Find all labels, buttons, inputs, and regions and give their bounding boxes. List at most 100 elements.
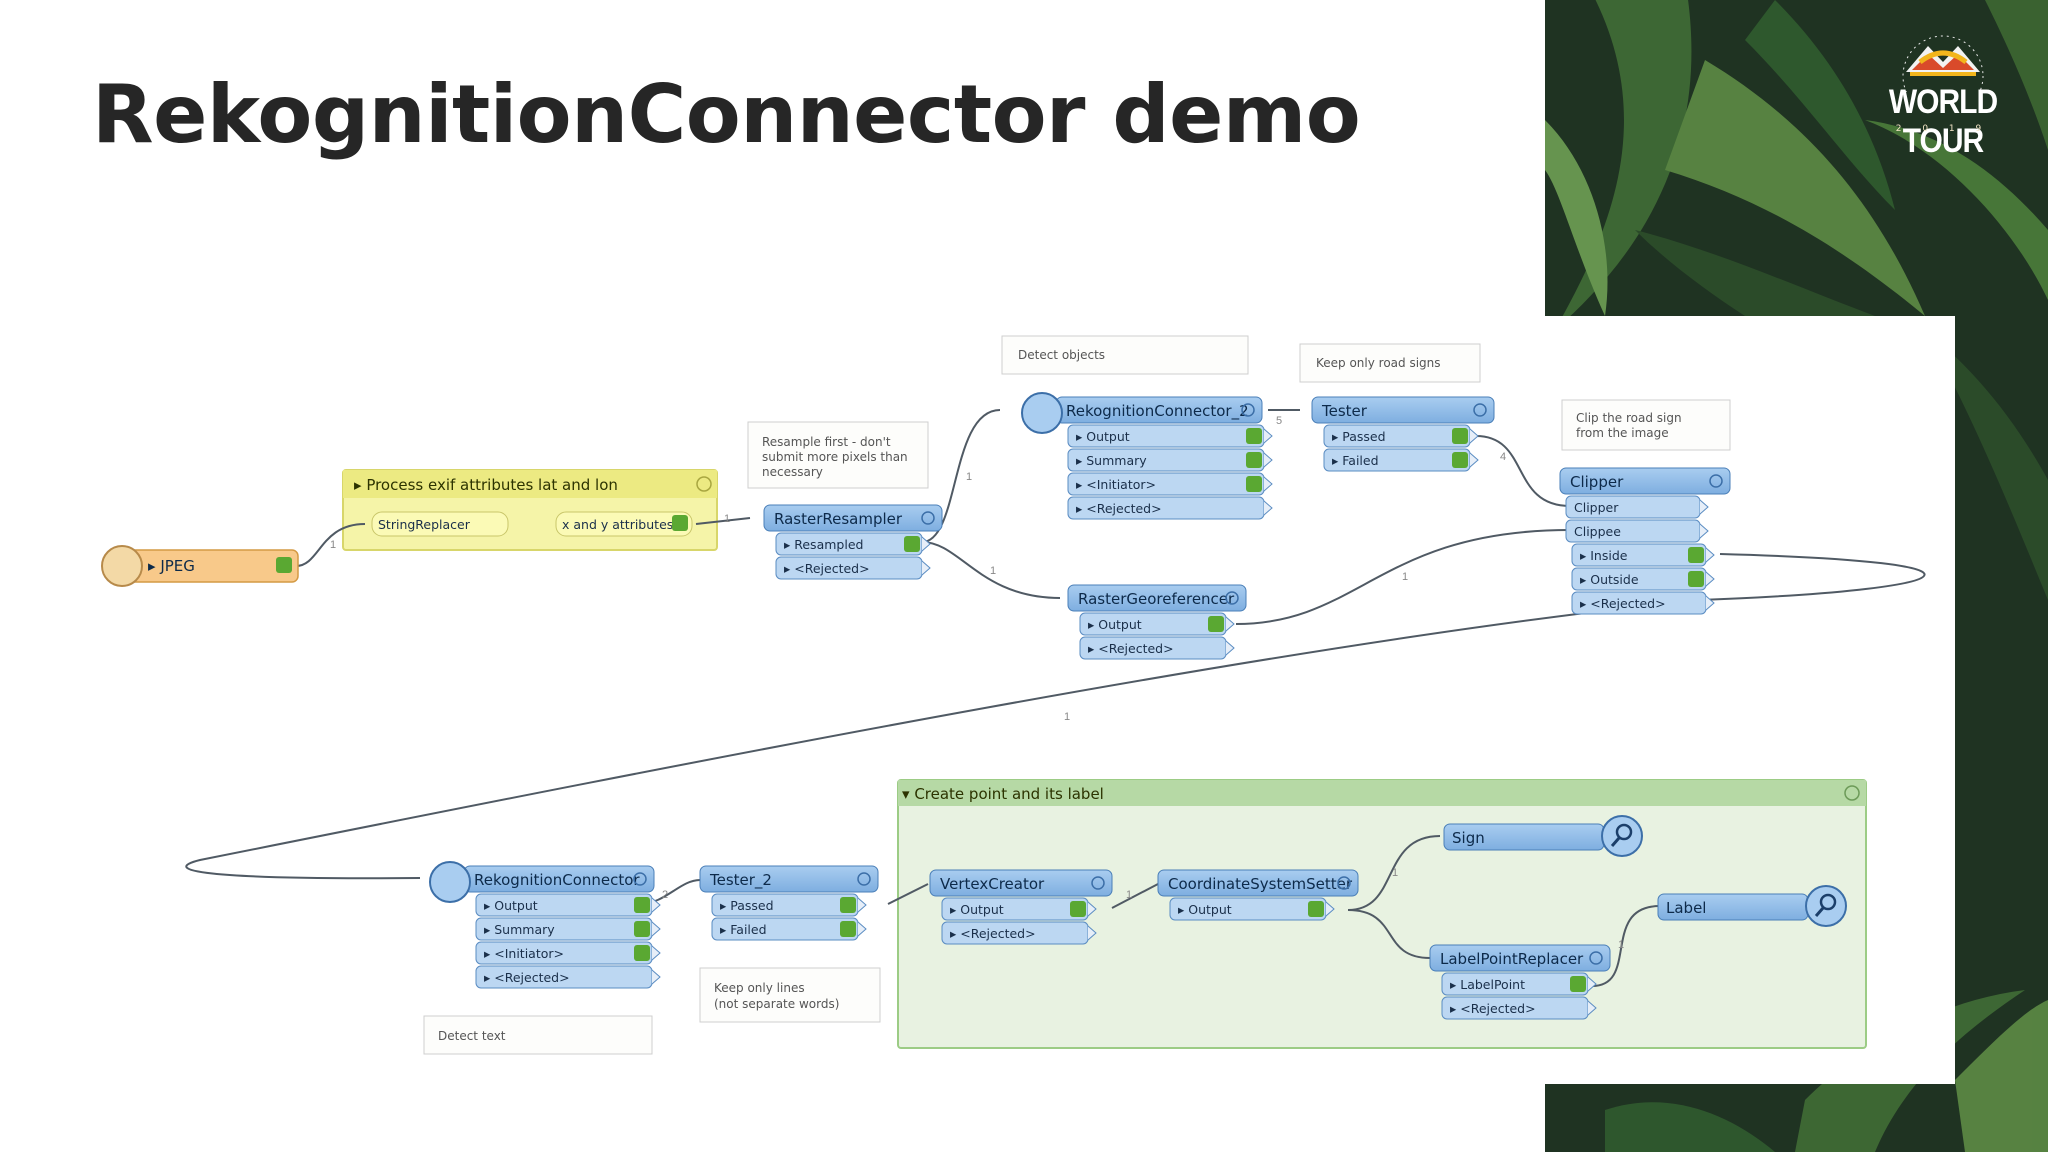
output-port-arrow[interactable] [1587, 1000, 1597, 1016]
inspect-icon[interactable] [672, 515, 688, 531]
port-output[interactable]: ▸ Output [1088, 617, 1142, 632]
port-inside[interactable]: ▸ Inside [1580, 548, 1628, 563]
note-clip[interactable]: Clip the road sign from the image [1561, 399, 1731, 451]
note-road-signs[interactable]: Keep only road signs [1299, 343, 1481, 383]
port-output[interactable]: ▸ Output [484, 898, 538, 913]
port-outside[interactable]: ▸ Outside [1580, 572, 1639, 587]
gear-icon[interactable] [1337, 876, 1351, 890]
port-summary[interactable]: ▸ Summary [1076, 453, 1147, 468]
inspect-icon[interactable] [1246, 476, 1262, 492]
gear-icon[interactable] [921, 511, 935, 525]
inspect-icon[interactable] [840, 897, 856, 913]
output-port-arrow[interactable] [1699, 523, 1709, 539]
inspector-sign[interactable]: Sign [1443, 815, 1643, 857]
port-summary[interactable]: ▸ Summary [484, 922, 555, 937]
port-rejected[interactable]: ▸ <Rejected> [1580, 596, 1666, 611]
output-port-arrow[interactable] [1469, 428, 1479, 444]
transformer-coord-setter[interactable]: CoordinateSystemSetter▸ Output [1157, 869, 1359, 921]
gear-icon[interactable] [1241, 403, 1255, 417]
port-clippee[interactable]: Clippee [1574, 524, 1621, 539]
inspect-icon[interactable] [634, 897, 650, 913]
transformer-rekognition[interactable]: RekognitionConnector▸ Output▸ Summary▸ <… [429, 861, 661, 989]
xy-attributes-label[interactable]: x and y attributes [562, 517, 673, 532]
port-rejected[interactable]: ▸ <Rejected> [784, 561, 870, 576]
transformer-raster-georef[interactable]: RasterGeoreferencer▸ Output▸ <Rejected> [1067, 584, 1247, 660]
output-port-arrow[interactable] [921, 536, 931, 552]
note-lines[interactable]: Keep only lines (not separate words) [699, 967, 881, 1023]
inspect-icon[interactable] [1246, 452, 1262, 468]
inspect-icon[interactable] [634, 921, 650, 937]
gear-icon[interactable] [1709, 474, 1723, 488]
port-rejected[interactable]: ▸ <Rejected> [1088, 641, 1174, 656]
transformer-tester-2[interactable]: Tester_2▸ Passed▸ Failed [699, 865, 879, 941]
magnifier-icon[interactable] [1805, 885, 1847, 927]
output-port-arrow[interactable] [1699, 499, 1709, 515]
port-failed[interactable]: ▸ Failed [720, 922, 767, 937]
port-initiator[interactable]: ▸ <Initiator> [484, 946, 564, 961]
reader-jpeg[interactable]: ▸ JPEG [101, 545, 299, 587]
gear-icon[interactable] [1225, 591, 1239, 605]
port-output[interactable]: ▸ Output [1178, 902, 1232, 917]
output-port-arrow[interactable] [1087, 901, 1097, 917]
port-passed[interactable]: ▸ Passed [1332, 429, 1386, 444]
port-rejected[interactable]: ▸ <Rejected> [1076, 501, 1162, 516]
gear-icon[interactable] [1589, 951, 1603, 965]
port-failed[interactable]: ▸ Failed [1332, 453, 1379, 468]
port-initiator[interactable]: ▸ <Initiator> [1076, 477, 1156, 492]
output-port-arrow[interactable] [1225, 640, 1235, 656]
port-rejected[interactable]: ▸ <Rejected> [1450, 1001, 1536, 1016]
inspect-icon[interactable] [634, 945, 650, 961]
string-replacer-label[interactable]: StringReplacer [378, 517, 471, 532]
gear-icon[interactable] [857, 872, 871, 886]
output-port-arrow[interactable] [1705, 571, 1715, 587]
output-port-arrow[interactable] [857, 921, 867, 937]
output-port-arrow[interactable] [651, 897, 661, 913]
output-port-arrow[interactable] [1263, 428, 1273, 444]
port-output[interactable]: ▸ Output [950, 902, 1004, 917]
inspect-icon[interactable] [1688, 571, 1704, 587]
inspect-icon[interactable] [1688, 547, 1704, 563]
transformer-label-replacer[interactable]: LabelPointReplacer▸ LabelPoint▸ <Rejecte… [1429, 944, 1611, 1020]
output-port-arrow[interactable] [1469, 452, 1479, 468]
inspect-icon[interactable] [904, 536, 920, 552]
output-port-arrow[interactable] [1705, 595, 1715, 611]
inspect-icon[interactable] [1452, 428, 1468, 444]
output-port-arrow[interactable] [1587, 976, 1597, 992]
note-resample[interactable]: Resample first - don't submit more pixel… [747, 421, 929, 489]
bookmark-gear-icon[interactable] [1844, 785, 1860, 801]
output-port-arrow[interactable] [1263, 452, 1273, 468]
port-output[interactable]: ▸ Output [1076, 429, 1130, 444]
inspector-label[interactable]: Label [1657, 885, 1847, 927]
gear-icon[interactable] [1091, 876, 1105, 890]
inspect-icon[interactable] [840, 921, 856, 937]
note-detect-text[interactable]: Detect text [423, 1015, 653, 1055]
port-resampled[interactable]: ▸ Resampled [784, 537, 863, 552]
port-rejected[interactable]: ▸ <Rejected> [950, 926, 1036, 941]
output-port-arrow[interactable] [651, 921, 661, 937]
output-port-arrow[interactable] [1087, 925, 1097, 941]
output-port-arrow[interactable] [921, 560, 931, 576]
inspect-icon[interactable] [1208, 616, 1224, 632]
output-port-arrow[interactable] [1225, 616, 1235, 632]
bookmark-exif[interactable]: ▸ Process exif attributes lat and lon St… [342, 469, 718, 551]
inspect-icon[interactable] [1452, 452, 1468, 468]
transformer-tester[interactable]: Tester▸ Passed▸ Failed [1311, 396, 1495, 472]
output-port-arrow[interactable] [1263, 500, 1273, 516]
gear-icon[interactable] [1473, 403, 1487, 417]
port-clipper[interactable]: Clipper [1574, 500, 1619, 515]
gear-icon[interactable] [633, 872, 647, 886]
output-port-arrow[interactable] [857, 897, 867, 913]
output-port-arrow[interactable] [1263, 476, 1273, 492]
output-port-arrow[interactable] [1705, 547, 1715, 563]
inspect-icon[interactable] [1246, 428, 1262, 444]
transformer-vertex-creator[interactable]: VertexCreator▸ Output▸ <Rejected> [929, 869, 1113, 945]
inspect-icon[interactable] [276, 557, 292, 573]
magnifier-icon[interactable] [1601, 815, 1643, 857]
output-port-arrow[interactable] [1325, 901, 1335, 917]
transformer-raster-resampler[interactable]: RasterResampler▸ Resampled▸ <Rejected> [763, 504, 943, 580]
port-labelpoint[interactable]: ▸ LabelPoint [1450, 977, 1525, 992]
output-port-arrow[interactable] [651, 969, 661, 985]
output-port-arrow[interactable] [651, 945, 661, 961]
